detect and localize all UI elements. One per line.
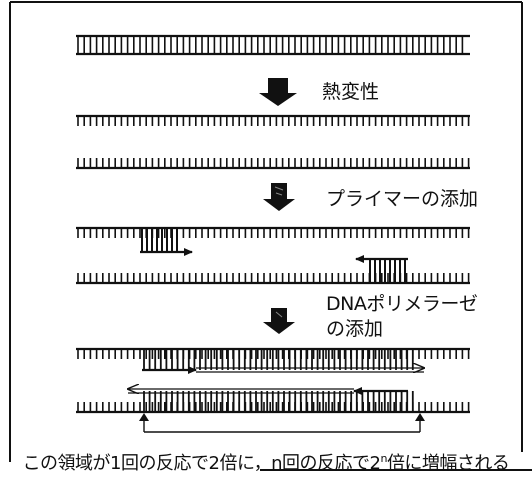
step-label-primer-addition: プライマーの添加 [326, 188, 479, 210]
down-arrow-1 [259, 78, 297, 106]
caption-before: この領域が1回の反応で2倍に， [22, 453, 272, 474]
caption-after: 倍に増幅される [386, 453, 510, 474]
step-label-denaturation: 熱変性 [322, 81, 380, 103]
figure-frame [9, 1, 532, 471]
step-label-polymerase-line1: DNAポリメラーゼ [326, 293, 478, 315]
caption-mid: 回の反応で2 [282, 453, 381, 474]
caption-superscript-n: n [380, 452, 387, 465]
denatured-strands [76, 114, 470, 170]
down-arrow-3 [263, 308, 295, 334]
extended-strands [76, 347, 470, 414]
caption-n: n [271, 453, 282, 474]
figure-caption: この領域が1回の反応で2倍に，n回の反応で2n倍に増幅される [0, 448, 532, 475]
primer-annealed-strands [76, 226, 470, 285]
double-stranded-dna [76, 34, 470, 56]
step-label-polymerase-line2: の添加 [326, 318, 384, 340]
down-arrow-2 [263, 183, 295, 211]
amplified-region-bracket [139, 413, 425, 433]
